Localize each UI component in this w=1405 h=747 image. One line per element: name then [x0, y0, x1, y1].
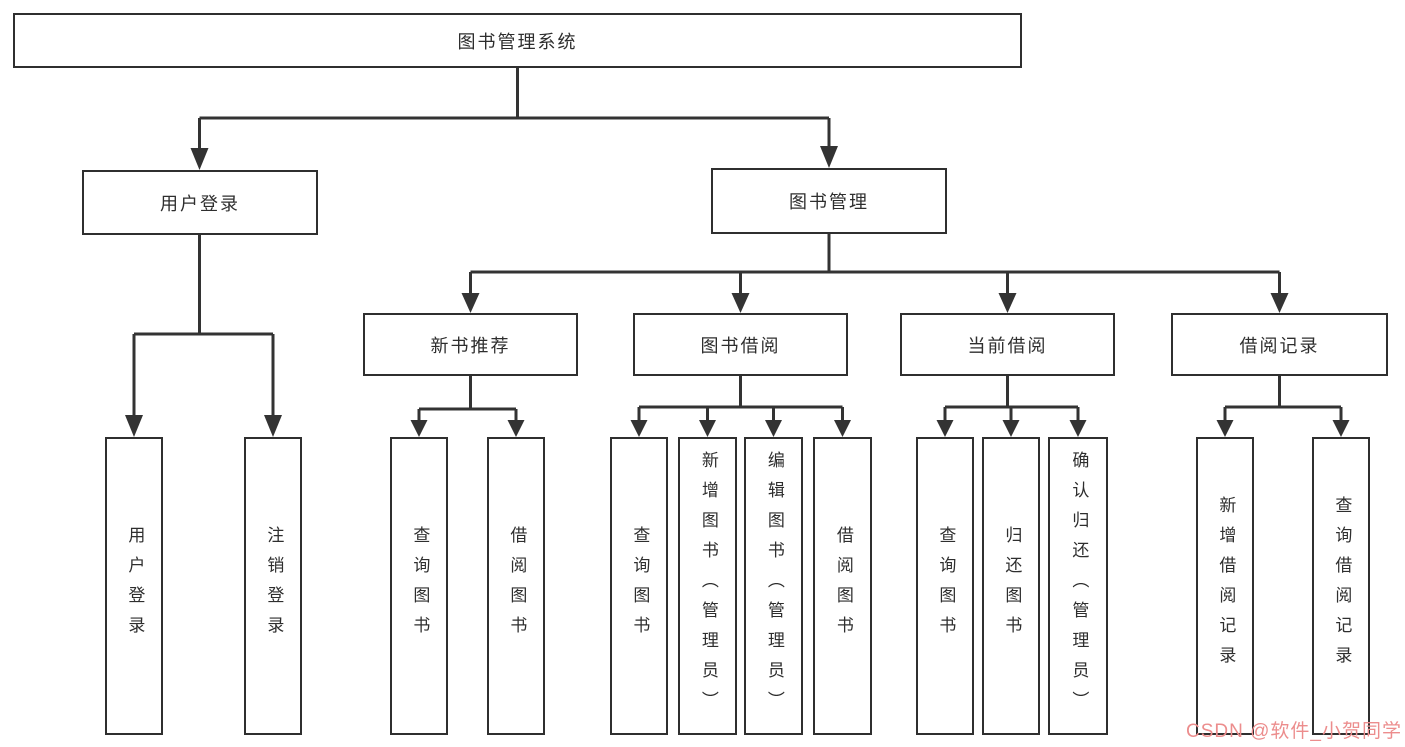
node-user-login-label: 用户登录: [160, 193, 240, 214]
arrowhead: [834, 420, 851, 437]
leaf-label: 借阅图书: [507, 526, 527, 646]
node-new-book-recommend: 新书推荐: [363, 313, 578, 376]
node-root-label: 图书管理系统: [457, 31, 578, 52]
connector-borrow-records: [1216, 376, 1350, 437]
arrowhead: [410, 420, 428, 437]
leaf-label: 用户登录: [125, 526, 145, 646]
leaf-label: 编辑图书（管理员）: [764, 451, 784, 721]
leaf-label: 查询借阅记录: [1332, 496, 1352, 676]
arrowhead: [998, 293, 1017, 313]
arrowhead: [507, 420, 525, 437]
leaf-borrow-add-book-admin: 新增图书（管理员）: [678, 437, 737, 735]
leaf-label: 查询图书: [630, 526, 650, 646]
leaf-current-return-book: 归还图书: [982, 437, 1040, 735]
arrowhead: [630, 420, 648, 437]
leaf-current-query-book: 查询图书: [916, 437, 974, 735]
arrowhead: [264, 415, 282, 437]
connector-book-borrow: [630, 376, 851, 437]
arrowhead: [936, 420, 954, 437]
arrowhead: [125, 415, 143, 437]
arrowhead: [731, 293, 750, 313]
connector-root: [190, 68, 838, 170]
arrowhead: [820, 146, 838, 168]
csdn-watermark: CSDN @软件_小贺同学: [1186, 721, 1402, 742]
leaf-records-query-record: 查询借阅记录: [1312, 437, 1370, 735]
connector-user-login: [125, 235, 282, 437]
arrowhead: [461, 293, 480, 313]
node-borrow-records: 借阅记录: [1171, 313, 1388, 376]
leaf-label: 确认归还（管理员）: [1069, 451, 1089, 721]
arrowhead: [1216, 420, 1234, 437]
node-root: 图书管理系统: [13, 13, 1022, 68]
leaf-current-confirm-return-admin: 确认归还（管理员）: [1048, 437, 1108, 735]
leaf-label: 查询图书: [936, 526, 956, 646]
arrowhead: [699, 420, 716, 437]
leaf-borrow-borrow-book: 借阅图书: [813, 437, 872, 735]
leaf-recommend-query-book: 查询图书: [390, 437, 448, 735]
leaf-borrow-query-book: 查询图书: [610, 437, 668, 735]
node-new-book-recommend-label: 新书推荐: [430, 335, 511, 356]
connector-current-borrow: [936, 376, 1087, 437]
node-current-borrow: 当前借阅: [900, 313, 1115, 376]
connector-book-management: [461, 234, 1289, 313]
node-book-management-label: 图书管理: [789, 192, 869, 212]
arrowhead: [1332, 420, 1350, 437]
node-current-borrow-label: 当前借阅: [967, 335, 1048, 356]
leaf-recommend-borrow-book: 借阅图书: [487, 437, 545, 735]
node-borrow-records-label: 借阅记录: [1239, 335, 1320, 356]
leaf-label: 新增借阅记录: [1216, 496, 1236, 676]
leaf-label: 借阅图书: [833, 526, 853, 646]
node-user-login: 用户登录: [82, 170, 318, 235]
node-book-management: 图书管理: [711, 168, 947, 234]
leaf-user-login-logout: 注销登录: [244, 437, 302, 735]
leaf-label: 注销登录: [264, 526, 284, 646]
node-book-borrow: 图书借阅: [633, 313, 848, 376]
arrowhead: [1069, 420, 1087, 437]
leaf-label: 查询图书: [410, 526, 430, 646]
leaf-user-login-login: 用户登录: [105, 437, 163, 735]
leaf-records-add-record: 新增借阅记录: [1196, 437, 1254, 735]
node-book-borrow-label: 图书借阅: [700, 335, 781, 356]
connector-new-book-recommend: [410, 376, 525, 437]
arrowhead: [190, 148, 209, 170]
arrowhead: [1002, 420, 1020, 437]
arrowhead: [1270, 293, 1289, 313]
leaf-borrow-edit-book-admin: 编辑图书（管理员）: [744, 437, 803, 735]
leaf-label: 归还图书: [1002, 526, 1022, 646]
arrowhead: [765, 420, 782, 437]
leaf-label: 新增图书（管理员）: [698, 451, 718, 721]
